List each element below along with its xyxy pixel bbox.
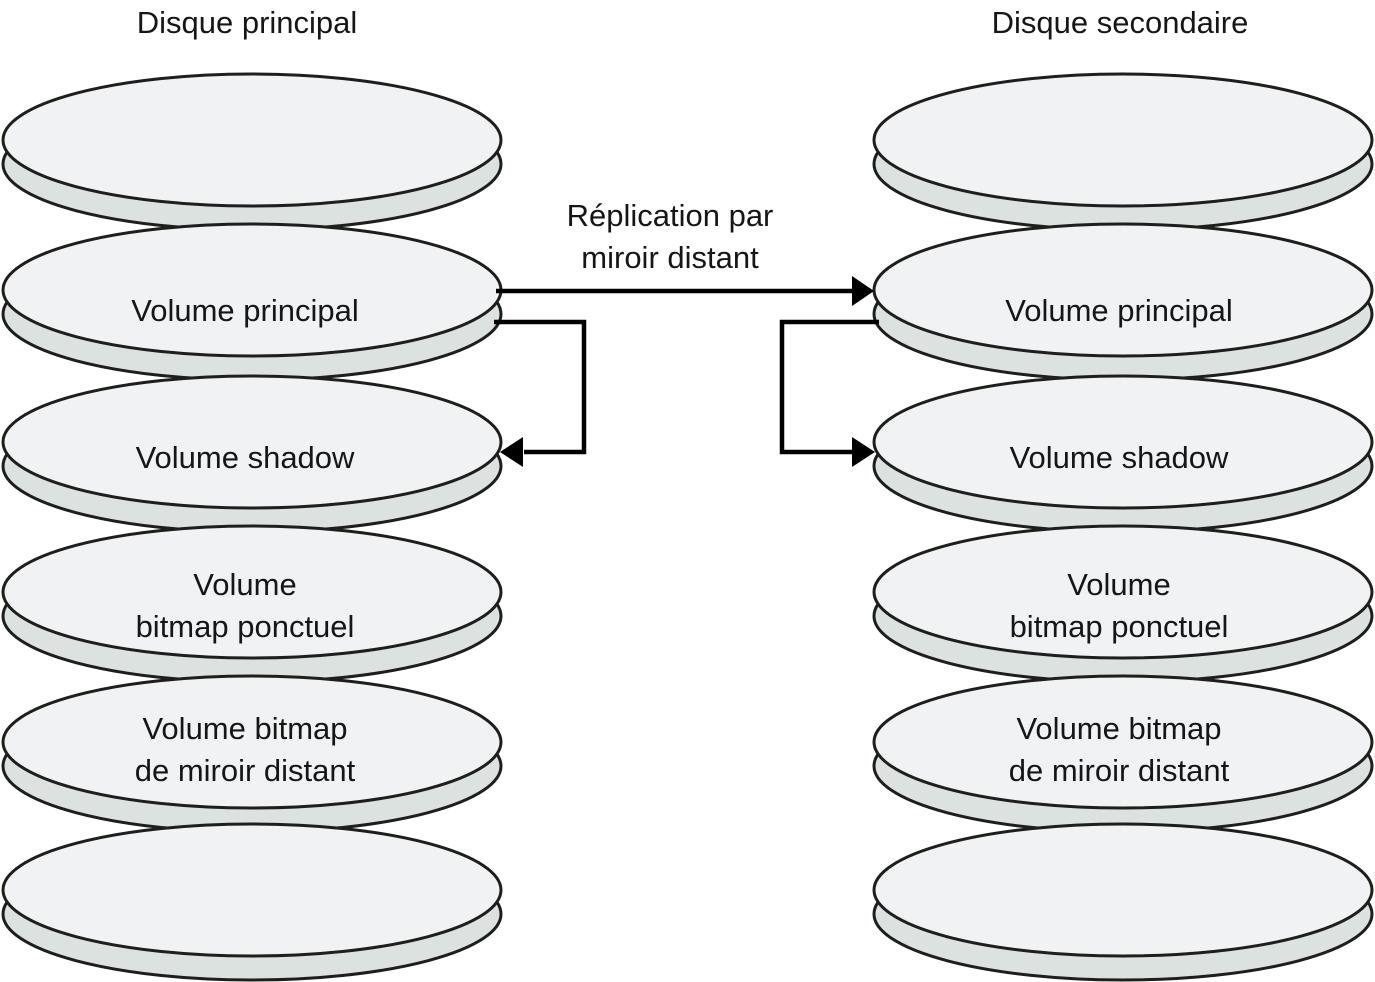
left-arrowhead-icon <box>500 437 523 467</box>
disk-face <box>872 72 1374 208</box>
secondary-disk-stack: Disque secondaire Volume principal Volum… <box>872 5 1374 982</box>
secondary-disk-volume-shadow: Volume shadow <box>872 374 1374 534</box>
secondary-disk-blank-top <box>872 72 1374 232</box>
secondary-shadow-copy-arrow <box>779 319 879 467</box>
disk-face <box>872 222 1374 358</box>
disk-face <box>1 524 503 660</box>
disk-label: de miroir distant <box>1009 753 1230 788</box>
primary-disk-stack: Disque principal Volume principal Volume… <box>1 5 503 982</box>
secondary-disk-volume-bitmap-miroir: Volume bitmap de miroir distant <box>872 674 1374 834</box>
disk-label: bitmap ponctuel <box>1010 609 1229 644</box>
disk-label: Volume shadow <box>136 440 355 475</box>
disk-label: bitmap ponctuel <box>136 609 355 644</box>
disk-face <box>872 674 1374 810</box>
secondary-disk-volume-principal: Volume principal <box>872 222 1374 382</box>
primary-disk-volume-shadow: Volume shadow <box>1 374 503 534</box>
primary-disk-volume-principal: Volume principal <box>1 222 503 382</box>
replication-arrow-label: miroir distant <box>581 240 759 275</box>
disk-face <box>1 674 503 810</box>
disk-label: Volume principal <box>131 293 358 328</box>
right-arrowhead-icon <box>852 437 875 467</box>
right-arrowhead-icon <box>852 276 874 306</box>
disk-face <box>1 72 503 208</box>
primary-disk-blank-bottom <box>1 822 503 982</box>
disk-label: Volume bitmap <box>1016 711 1221 746</box>
disk-face <box>1 822 503 958</box>
disk-label: de miroir distant <box>135 753 356 788</box>
primary-disk-volume-bitmap-ponctuel: Volume bitmap ponctuel <box>1 524 503 684</box>
primary-disk-blank-top <box>1 72 503 232</box>
disk-face <box>872 822 1374 958</box>
replication-arrow-label: Réplication par <box>567 198 774 233</box>
disk-label: Volume principal <box>1005 293 1232 328</box>
primary-shadow-copy-line <box>494 319 587 455</box>
disk-label: Volume bitmap <box>142 711 347 746</box>
secondary-stack-title: Disque secondaire <box>992 5 1249 40</box>
disk-face <box>1 374 503 510</box>
primary-disk-volume-bitmap-miroir: Volume bitmap de miroir distant <box>1 674 503 834</box>
disk-label: Volume <box>1067 567 1170 602</box>
disk-face <box>1 222 503 358</box>
replication-arrow: Réplication par miroir distant <box>496 198 874 306</box>
primary-shadow-copy-arrow <box>494 319 587 467</box>
secondary-shadow-copy-line <box>779 319 879 455</box>
disk-label: Volume shadow <box>1010 440 1229 475</box>
disk-label: Volume <box>193 567 296 602</box>
primary-stack-title: Disque principal <box>137 5 358 40</box>
disk-face <box>872 524 1374 660</box>
secondary-disk-volume-bitmap-ponctuel: Volume bitmap ponctuel <box>872 524 1374 684</box>
secondary-disk-blank-bottom <box>872 822 1374 982</box>
disk-face <box>872 374 1374 510</box>
